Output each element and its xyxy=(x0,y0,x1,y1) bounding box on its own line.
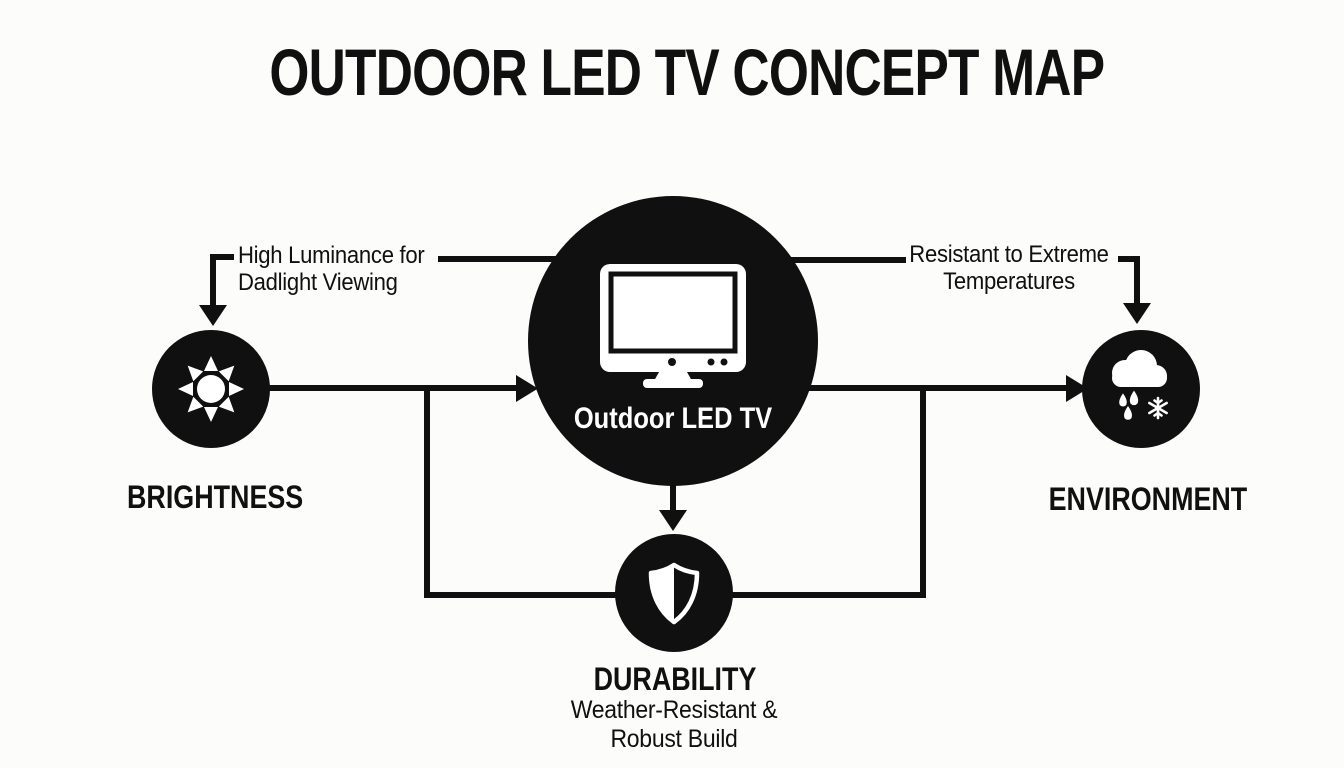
page-title: OUTDOOR LED TV CONCEPT MAP xyxy=(269,35,1105,109)
brightness-label: BRIGHTNESS xyxy=(127,479,304,515)
cloud-rain-snow-icon xyxy=(1112,350,1168,420)
bracket-environment-note xyxy=(1118,256,1140,305)
brightness-annotation-line1: High Luminance for xyxy=(238,242,425,269)
environment-annotation-line2: Temperatures xyxy=(943,268,1075,295)
environment-annotation-line1: Resistant to Extreme xyxy=(909,241,1109,268)
node-outdoor-led-tv: Outdoor LED TV xyxy=(528,196,818,486)
durability-sublabel-line2: Robust Build xyxy=(610,725,738,753)
arrowhead-into-environment-top xyxy=(1123,303,1151,324)
arrowhead-into-environment xyxy=(1066,375,1088,402)
node-brightness xyxy=(152,330,270,448)
durability-sublabel: Weather-Resistant & Robust Build xyxy=(553,696,796,754)
shield-icon xyxy=(648,562,700,625)
environment-label: ENVIRONMENT xyxy=(1048,481,1248,517)
environment-annotation: Resistant to Extreme Temperatures xyxy=(908,241,1110,295)
arrowhead-into-brightness xyxy=(199,305,227,326)
arrowhead-into-center xyxy=(516,375,538,402)
node-durability xyxy=(615,534,733,652)
brightness-annotation: High Luminance for Dadlight Viewing xyxy=(238,242,450,296)
arrowhead-into-durability xyxy=(659,510,687,531)
brightness-annotation-line2: Dadlight Viewing xyxy=(238,269,398,296)
bracket-brightness-note xyxy=(210,254,234,308)
durability-sublabel-line1: Weather-Resistant & xyxy=(570,696,778,724)
durability-label: DURABILITY xyxy=(593,661,757,697)
monitor-icon xyxy=(600,264,746,388)
node-environment xyxy=(1082,330,1200,448)
center-node-label: Outdoor LED TV xyxy=(573,402,773,435)
sun-icon xyxy=(178,356,244,422)
